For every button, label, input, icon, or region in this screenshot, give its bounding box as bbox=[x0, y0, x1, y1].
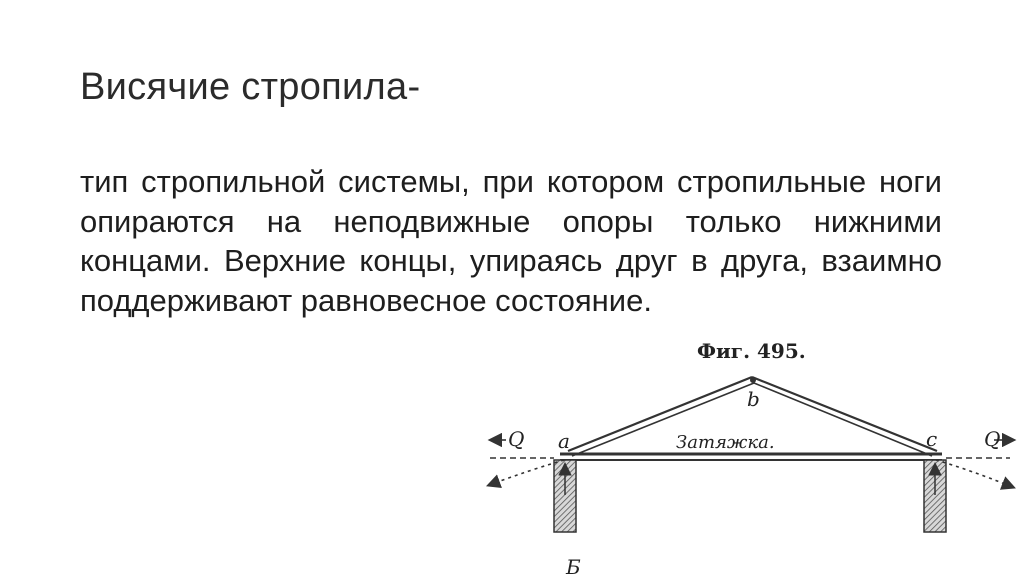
right-thrust-arrow bbox=[935, 459, 1016, 490]
tie-beam bbox=[560, 452, 942, 461]
force-label-right: Q bbox=[984, 427, 1000, 451]
slide-title: Висячие стропила- bbox=[80, 66, 421, 108]
left-rafter bbox=[567, 375, 755, 457]
point-label-c: c bbox=[926, 427, 937, 451]
tie-beam-label: Затяжка. bbox=[676, 432, 775, 453]
slide-body-text: тип стропильной системы, при котором стр… bbox=[80, 164, 942, 318]
point-label-a: a bbox=[558, 429, 570, 453]
right-rafter bbox=[751, 375, 938, 457]
left-thrust-arrow bbox=[485, 459, 565, 488]
force-label-left: Q bbox=[508, 427, 524, 451]
figure-caption: Фиг. 495. bbox=[697, 339, 806, 363]
bottom-mark: Б bbox=[565, 555, 581, 576]
right-support bbox=[923, 459, 947, 533]
truss-drawing: Фиг. 495. bbox=[485, 339, 1017, 576]
left-support bbox=[553, 459, 577, 533]
point-label-b: b bbox=[747, 387, 760, 411]
ridge-joint bbox=[750, 377, 756, 383]
truss-figure: Фиг. 495. bbox=[480, 330, 1024, 576]
